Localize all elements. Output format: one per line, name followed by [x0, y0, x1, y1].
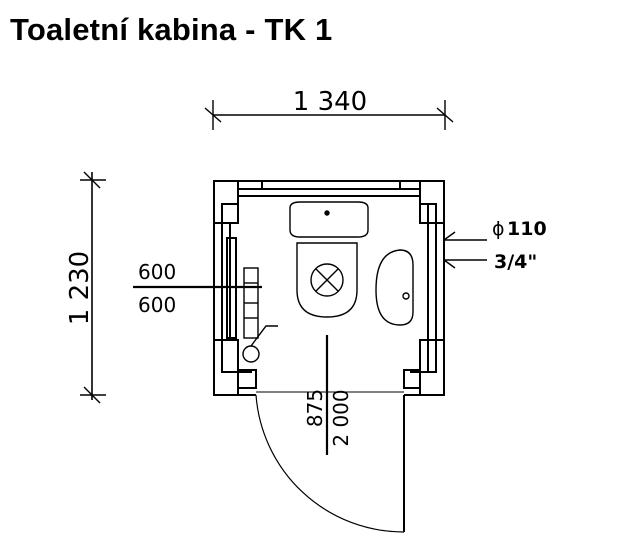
washbasin	[375, 249, 414, 326]
door-height-label: 2 000	[329, 389, 353, 446]
drain-label: 110	[507, 218, 547, 240]
width-label: 1 340	[293, 87, 367, 117]
toilet	[289, 201, 369, 318]
page-title: Toaletní kabina - TK 1	[10, 12, 333, 47]
cabin-walls	[213, 180, 445, 396]
height-dimension	[80, 171, 106, 404]
water-label: 3/4"	[494, 251, 537, 273]
diameter-icon: ϕ	[492, 218, 505, 240]
door-swing	[255, 391, 405, 533]
toilet-roll-holder	[242, 325, 278, 363]
water-arrow	[443, 259, 487, 270]
wall-bottom-label: 600	[138, 293, 176, 317]
shelf	[243, 267, 259, 339]
wall-top-label: 600	[138, 260, 176, 284]
door-width-label: 875	[303, 389, 327, 427]
width-dimension	[204, 100, 454, 130]
drain-arrow	[443, 230, 487, 241]
height-label: 1 230	[65, 251, 95, 325]
